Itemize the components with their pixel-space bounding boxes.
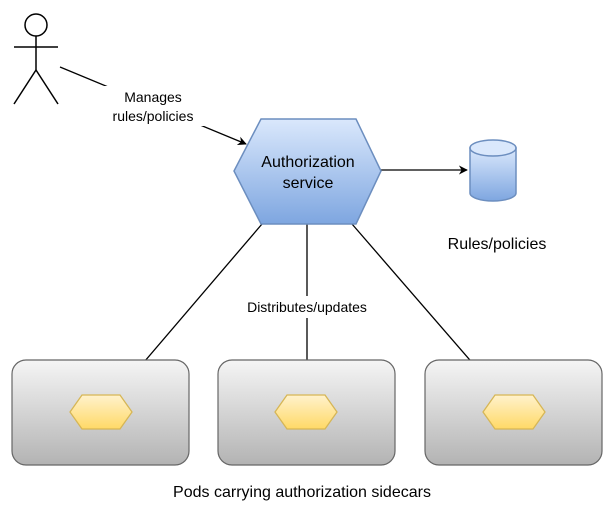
service-label-line2: service bbox=[283, 175, 334, 192]
distribute-label: Distributes/updates bbox=[247, 299, 367, 315]
sidecar-hexagon-1 bbox=[69, 394, 133, 430]
authorization-service-node bbox=[233, 118, 382, 225]
pods-caption: Pods carrying authorization sidecars bbox=[173, 484, 431, 501]
actor-edge-label-line1: Manages bbox=[124, 89, 182, 105]
user-actor-icon bbox=[13, 13, 59, 105]
actor-edge-label-line2: rules/policies bbox=[113, 108, 194, 124]
distribute-label-bg bbox=[234, 296, 380, 318]
store-label: Rules/policies bbox=[448, 236, 547, 253]
sidecar-hexagon-3 bbox=[482, 394, 546, 430]
actor-edge-label-bg bbox=[100, 86, 210, 126]
sidecar-hexagon-2 bbox=[274, 394, 338, 430]
rules-policies-database-icon bbox=[469, 139, 517, 202]
service-label-line1: Authorization bbox=[261, 154, 354, 171]
